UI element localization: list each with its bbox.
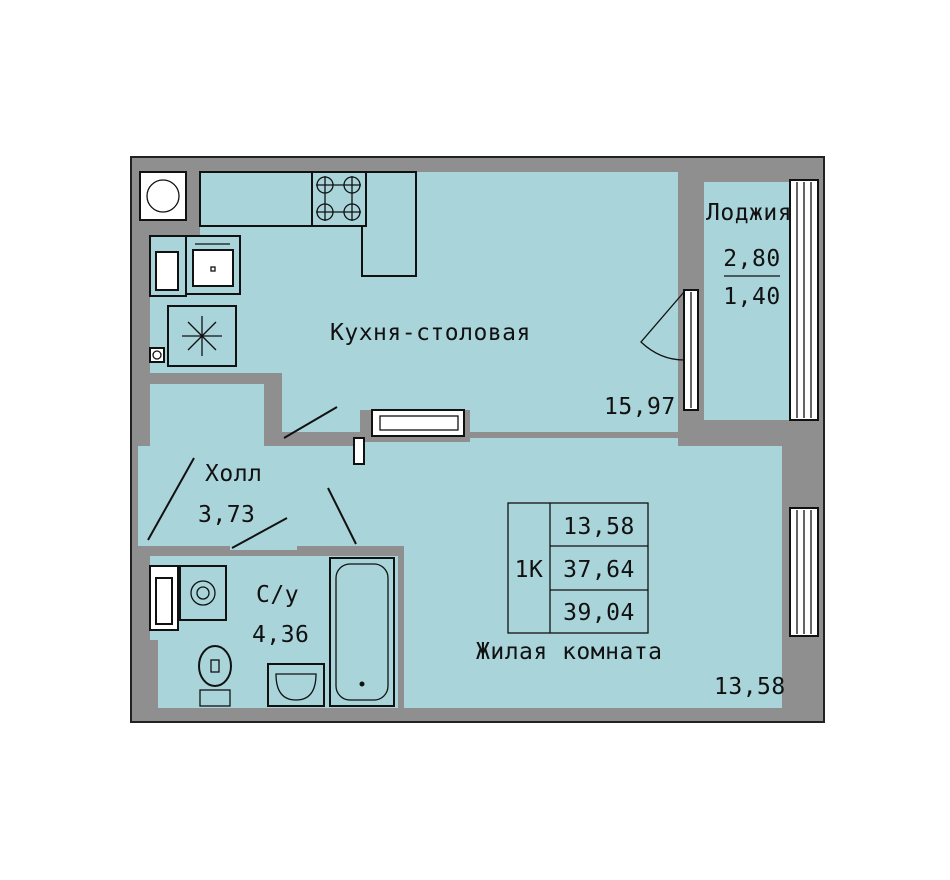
bathroom-area: 4,36 (252, 622, 309, 648)
washing-machine-icon (139, 171, 187, 221)
washbasin-icon (267, 663, 325, 707)
kitchen-sink-icon (185, 235, 241, 295)
radiator (371, 409, 465, 437)
boiler-icon (179, 565, 227, 621)
hall-floor (138, 384, 360, 550)
apartment-type: 1К (515, 557, 544, 583)
stove-icon (311, 171, 367, 227)
kitchen-island (361, 171, 417, 277)
summary-total-area: 37,64 (563, 557, 635, 583)
windows (683, 179, 819, 637)
loggia-name: Лоджия (706, 200, 792, 226)
bathtub-icon (329, 557, 395, 707)
living-floor (360, 438, 782, 708)
bathroom-fixtures (149, 557, 395, 707)
bathroom-name: С/у (256, 582, 299, 608)
hall-area: 3,73 (198, 502, 255, 528)
loggia-area-reduced: 1,40 (723, 284, 780, 310)
summary-total-with-loggia: 39,04 (563, 600, 635, 626)
summary-table (507, 502, 649, 634)
doors (147, 291, 685, 549)
living-name: Жилая комната (476, 639, 663, 665)
kitchen-fixtures (139, 171, 465, 437)
kitchen-name: Кухня-столовая (330, 320, 531, 346)
living-area: 13,58 (714, 674, 786, 700)
loggia-area-total: 2,80 (723, 246, 780, 272)
kitchen-area: 15,97 (604, 394, 676, 420)
kitchen-floor (150, 172, 678, 432)
ventilation-icon (167, 305, 237, 367)
hall-name: Холл (205, 461, 262, 487)
toilet-icon (198, 645, 232, 707)
summary-living-area: 13,58 (563, 514, 635, 540)
